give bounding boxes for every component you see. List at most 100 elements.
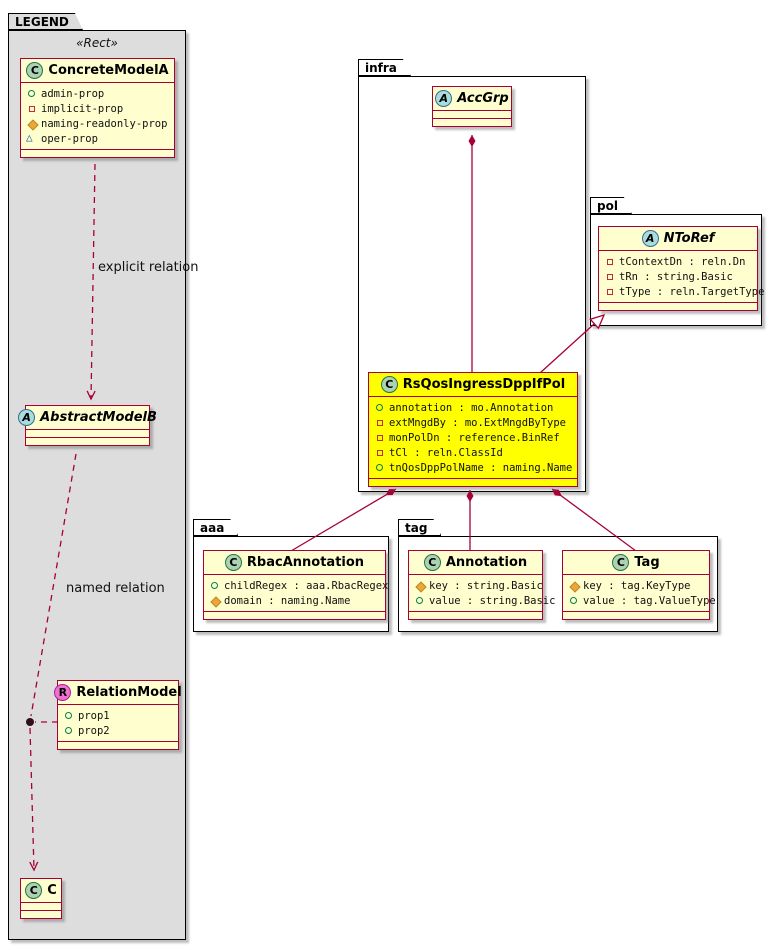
attribute-text: admin-prop <box>41 87 105 100</box>
class-name: ConcreteModelA <box>48 63 169 78</box>
package-label: tag <box>405 521 428 535</box>
class-annotation: C Annotation key : string.Basic value : … <box>408 550 555 620</box>
visibility-icon <box>604 256 615 267</box>
methods-compartment <box>204 611 385 619</box>
attributes-compartment <box>26 429 149 437</box>
package-tab-infra: infra <box>358 59 411 76</box>
visibility-icon <box>374 462 385 473</box>
visibility-icon <box>414 580 425 591</box>
attribute-text: tnQosDppPolName : naming.Name <box>389 461 573 474</box>
visibility-icon <box>26 88 37 99</box>
methods-compartment <box>26 437 149 445</box>
attribute-row: tRn : string.Basic <box>604 269 752 284</box>
attribute-text: domain : naming.Name <box>224 594 351 607</box>
class-name: AccGrp <box>457 91 509 106</box>
attributes-compartment <box>21 902 61 910</box>
class-title: A NToRef <box>599 227 757 250</box>
attribute-row: naming-readonly-prop <box>26 116 169 131</box>
attributes-compartment: childRegex : aaa.RbacRegex domain : nami… <box>204 574 388 611</box>
class-title: C RsQosIngressDppIfPol <box>369 373 577 396</box>
visibility-icon <box>374 402 385 413</box>
explicit-relation-label: explicit relation <box>98 260 199 275</box>
class-spot-icon: C <box>26 62 44 79</box>
class-name: AbstractModelB <box>40 410 157 425</box>
attribute-row: value : string.Basic <box>414 593 555 608</box>
attribute-row: tContextDn : reln.Dn <box>604 254 752 269</box>
class-name: Tag <box>634 555 660 570</box>
methods-compartment <box>563 611 709 619</box>
attribute-text: implicit-prop <box>41 102 124 115</box>
class-spot-icon: C <box>612 554 630 571</box>
attribute-text: key : string.Basic <box>429 579 543 592</box>
attribute-text: value : tag.ValueType <box>583 594 716 607</box>
attribute-row: tCl : reln.ClassId <box>374 445 572 460</box>
package-label: pol <box>597 199 618 213</box>
package-tab-pol: pol <box>590 197 632 214</box>
visibility-icon <box>26 118 37 129</box>
class-title: A AccGrp <box>433 87 511 110</box>
package-label: aaa <box>200 521 225 535</box>
methods-compartment <box>369 478 577 486</box>
visibility-icon <box>568 595 579 606</box>
class-name: NToRef <box>663 231 715 246</box>
attribute-row: tnQosDppPolName : naming.Name <box>374 460 572 475</box>
class-rbacannotation: C RbacAnnotation childRegex : aaa.RbacRe… <box>203 550 388 620</box>
visibility-icon <box>63 725 74 736</box>
class-name: RelationModel <box>76 685 182 700</box>
class-title: A AbstractModelB <box>18 406 157 429</box>
attributes-compartment: tContextDn : reln.Dn tRn : string.Basic … <box>599 250 764 302</box>
class-abstractmodelb: A AbstractModelB <box>18 405 157 446</box>
package-tab-tag: tag <box>398 519 441 536</box>
attributes-compartment <box>433 110 511 118</box>
visibility-icon <box>209 580 220 591</box>
visibility-icon <box>568 580 579 591</box>
class-title: C RbacAnnotation <box>204 551 385 574</box>
attribute-text: monPolDn : reference.BinRef <box>389 431 560 444</box>
attribute-text: annotation : mo.Annotation <box>389 401 554 414</box>
abstract-class-spot-icon: A <box>435 90 453 107</box>
attribute-text: tRn : string.Basic <box>619 270 733 283</box>
visibility-icon <box>63 710 74 721</box>
legend-stereotype: «Rect» <box>76 36 118 50</box>
package-label: infra <box>365 61 397 75</box>
attribute-text: childRegex : aaa.RbacRegex <box>224 579 389 592</box>
class-accgrp: A AccGrp <box>432 86 512 127</box>
attributes-compartment: prop1 prop2 <box>58 704 178 741</box>
attribute-text: naming-readonly-prop <box>41 117 168 130</box>
visibility-icon <box>209 595 220 606</box>
attribute-text: extMngdBy : mo.ExtMngdByType <box>389 416 567 429</box>
attribute-row: key : tag.KeyType <box>568 578 704 593</box>
attribute-row: childRegex : aaa.RbacRegex <box>209 578 388 593</box>
class-title: R RelationModel <box>54 681 182 704</box>
visibility-icon <box>26 131 37 144</box>
attribute-text: prop1 <box>78 709 110 722</box>
attributes-compartment: admin-prop implicit-prop naming-readonly… <box>21 82 174 149</box>
visibility-icon <box>374 417 385 428</box>
attribute-row: value : tag.ValueType <box>568 593 716 608</box>
attributes-compartment: key : tag.KeyType value : tag.ValueType <box>563 574 716 611</box>
visibility-icon <box>26 103 37 114</box>
package-legend <box>8 30 186 940</box>
class-title: C ConcreteModelA <box>21 59 174 82</box>
package-tab-aaa: aaa <box>193 519 238 536</box>
methods-compartment <box>599 302 757 310</box>
attributes-compartment: annotation : mo.Annotation extMngdBy : m… <box>369 396 577 478</box>
class-name: RbacAnnotation <box>246 555 365 570</box>
attribute-row: monPolDn : reference.BinRef <box>374 430 572 445</box>
attribute-row: implicit-prop <box>26 101 169 116</box>
methods-compartment <box>433 118 511 126</box>
class-spot-icon: C <box>380 376 398 393</box>
class-tag: C Tag key : tag.KeyType value : tag.Valu… <box>562 550 716 620</box>
class-relationmodel: R RelationModel prop1 prop2 <box>54 680 182 750</box>
class-name: RsQosIngressDppIfPol <box>402 377 566 392</box>
attribute-row: key : string.Basic <box>414 578 543 593</box>
attribute-text: tType : reln.TargetType <box>619 285 765 298</box>
class-title: C Tag <box>563 551 709 574</box>
attribute-row: prop1 <box>63 708 173 723</box>
class-concretemodela: C ConcreteModelA admin-prop implicit-pro… <box>20 58 175 158</box>
attribute-text: prop2 <box>78 724 110 737</box>
attribute-row: prop2 <box>63 723 173 738</box>
class-spot-icon: C <box>25 882 43 899</box>
methods-compartment <box>21 149 174 157</box>
